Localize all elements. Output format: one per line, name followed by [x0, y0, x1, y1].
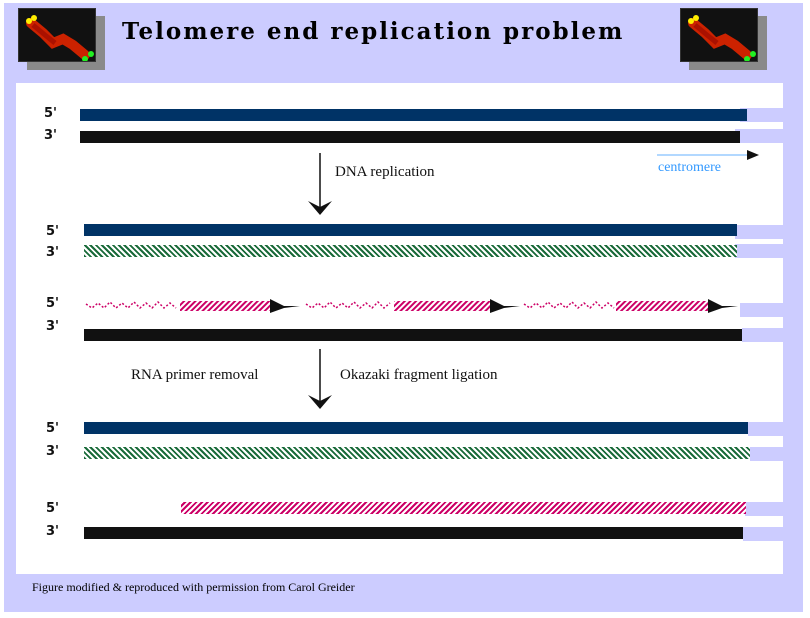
okazaki-fragments [85, 299, 738, 313]
leading-strand-new [84, 245, 737, 257]
strand-tail [735, 244, 783, 258]
five-prime-label: 5' [46, 224, 60, 239]
rna-primer [305, 300, 391, 310]
five-prime-label: 5' [46, 296, 60, 311]
centromere-label: centromere [658, 160, 721, 175]
step-dna-replication: DNA replication [335, 164, 435, 180]
parent-strand-5prime [84, 224, 737, 236]
three-prime-label: 3' [46, 319, 60, 334]
rna-primer [85, 300, 177, 310]
lagging-strand-shortened [181, 502, 746, 514]
five-prime-label: 5' [46, 501, 60, 516]
strand-tail [735, 225, 783, 239]
parent-strand-3prime [80, 131, 740, 143]
okazaki-fragment [616, 301, 708, 311]
leading-strand-new [84, 447, 750, 459]
three-prime-label: 3' [46, 245, 60, 260]
three-prime-label: 3' [44, 128, 58, 143]
parent-strand-5prime [80, 109, 747, 121]
chromosome-icon [18, 8, 105, 70]
five-prime-label: 5' [44, 106, 58, 121]
strand-tail [735, 129, 783, 143]
parent-strand-3prime [84, 329, 742, 341]
down-arrow-icon [308, 349, 332, 409]
fragment-arrowhead-icon [490, 299, 520, 313]
five-prime-label: 5' [46, 421, 60, 436]
okazaki-fragment [394, 301, 490, 311]
parent-strand-5prime [84, 422, 748, 434]
step-okazaki-ligation: Okazaki fragment ligation [340, 367, 498, 383]
okazaki-fragment [180, 301, 270, 311]
down-arrow-icon [308, 153, 332, 215]
three-prime-label: 3' [46, 444, 60, 459]
fragment-arrowhead-icon [270, 299, 300, 313]
strand-tail [750, 447, 783, 461]
chromosome-icon [680, 8, 767, 70]
three-prime-label: 3' [46, 524, 60, 539]
fragment-arrowhead-icon [708, 299, 738, 313]
strand-tail [743, 527, 783, 541]
strand-tail [740, 303, 783, 317]
strand-tail [740, 108, 783, 122]
strand-tail [748, 422, 783, 436]
rna-primer [523, 300, 615, 310]
centromere-arrow-icon [657, 150, 759, 160]
parent-strand-3prime [84, 527, 743, 539]
step-rna-primer-removal: RNA primer removal [131, 367, 259, 383]
attribution-footer: Figure modified & reproduced with permis… [32, 580, 355, 594]
diagram-panel [16, 83, 783, 574]
strand-tail [745, 502, 783, 516]
strand-tail [742, 328, 783, 342]
slide-title: Telomere end replication problem [122, 18, 625, 45]
